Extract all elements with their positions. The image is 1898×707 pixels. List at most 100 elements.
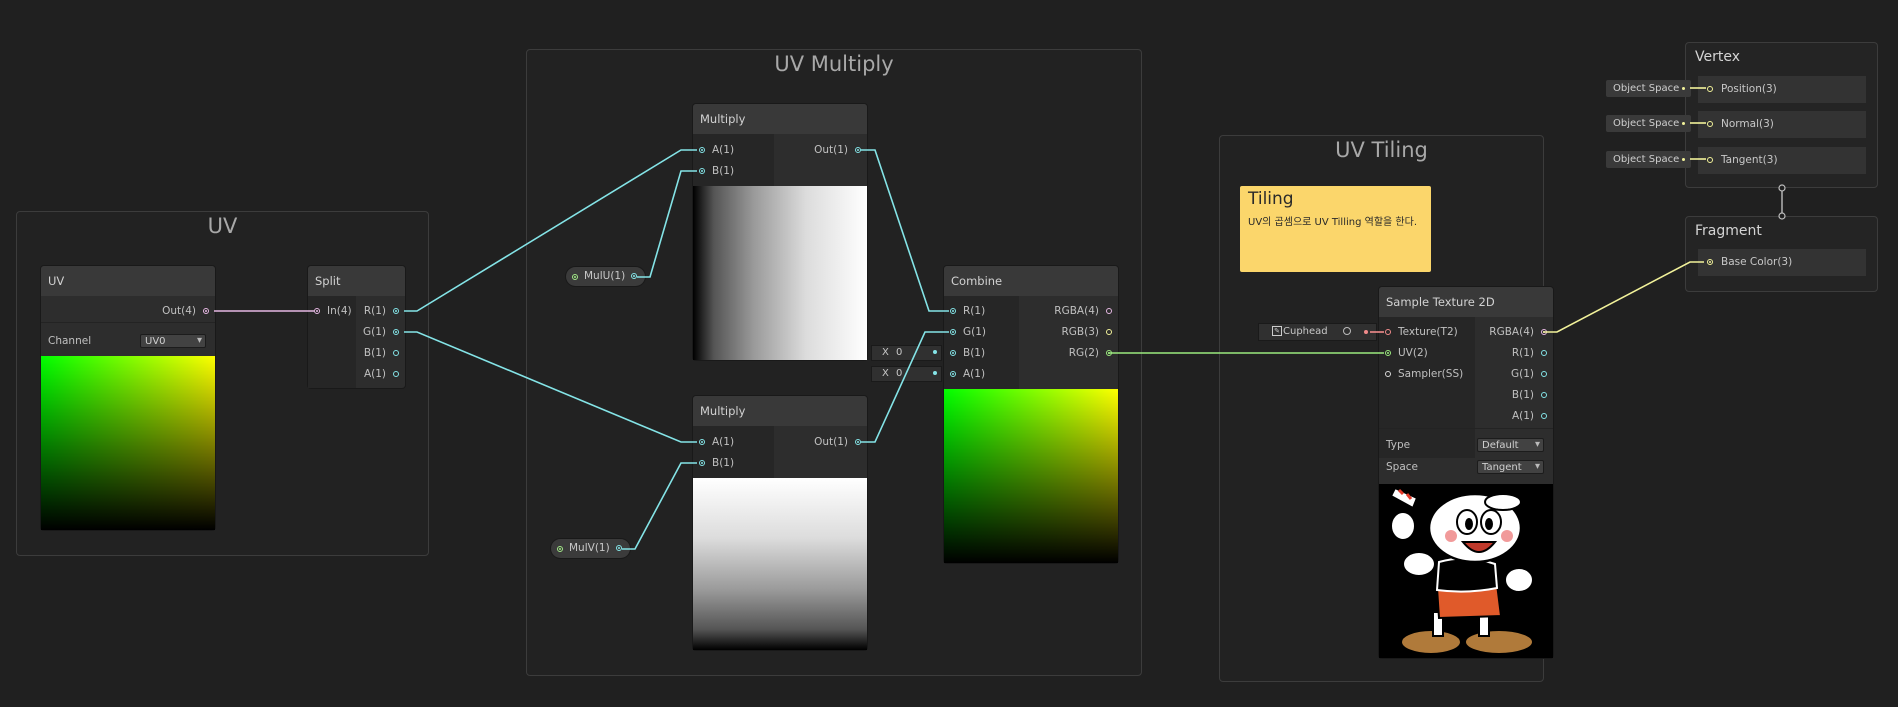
port-connector-icon[interactable] [1707, 259, 1713, 265]
multiply-node-top[interactable]: Multiply A(1) B(1) Out(1) [693, 104, 867, 360]
object-space-tag-normal[interactable]: Object Space [1606, 115, 1691, 132]
input-port-sampler[interactable]: Sampler(SS) [1385, 364, 1463, 384]
tag-label: Object Space [1613, 83, 1680, 94]
port-label: A(1) [363, 368, 386, 380]
port-connector-icon[interactable] [1106, 350, 1112, 356]
port-connector-icon[interactable] [314, 308, 320, 314]
node-title: Split [308, 266, 405, 296]
port-label: G(1) [963, 326, 987, 338]
channel-dropdown[interactable]: UV0 [140, 334, 206, 348]
port-label: B(1) [712, 165, 735, 177]
input-port-b[interactable]: B(1) [699, 161, 734, 181]
port-connector-icon[interactable] [393, 329, 399, 335]
property-mulv[interactable]: MulV(1) [551, 539, 630, 558]
port-connector-icon[interactable] [393, 350, 399, 356]
port-label: R(1) [963, 305, 986, 317]
port-connector-icon[interactable] [393, 308, 399, 314]
port-connector-icon[interactable] [855, 439, 861, 445]
combine-b-default-field[interactable]: X 0 [871, 345, 942, 361]
space-dropdown[interactable]: Tangent [1477, 460, 1544, 474]
field-dot-icon [1682, 87, 1685, 90]
axis-label: X [882, 368, 889, 379]
output-port-out[interactable]: Out(1) [814, 140, 861, 160]
combine-a-default-field[interactable]: X 0 [871, 366, 942, 382]
port-connector-icon[interactable] [1106, 308, 1112, 314]
output-port-rg[interactable]: RG(2) [1069, 343, 1112, 363]
sticky-note[interactable]: Tiling UV의 곱셈으로 UV Tilling 역할을 한다. [1240, 186, 1431, 272]
multiply-node-bottom[interactable]: Multiply A(1) B(1) Out(1) [693, 396, 867, 650]
property-mulu[interactable]: MulU(1) [566, 267, 645, 286]
port-connector-icon[interactable] [1707, 121, 1713, 127]
output-port-rgba[interactable]: RGBA(4) [1489, 322, 1547, 342]
input-port-b[interactable]: B(1) [699, 453, 734, 473]
port-connector-icon[interactable] [1707, 86, 1713, 92]
port-connector-icon[interactable] [950, 371, 956, 377]
object-space-tag-tangent[interactable]: Object Space [1606, 151, 1691, 168]
tag-label: Object Space [1613, 154, 1680, 165]
wire-rgba-to-basecolor [1543, 261, 1704, 333]
port-connector-icon[interactable] [393, 371, 399, 377]
vertex-row-tangent[interactable]: Tangent(3) [1698, 147, 1866, 174]
port-connector-icon[interactable] [699, 147, 705, 153]
port-connector-icon[interactable] [1541, 413, 1547, 419]
type-dropdown[interactable]: Default [1477, 438, 1544, 452]
input-port-a[interactable]: A(1) [699, 432, 734, 452]
port-connector-icon[interactable] [1541, 371, 1547, 377]
output-port-a[interactable]: A(1) [1512, 406, 1547, 426]
input-port-texture[interactable]: Texture(T2) [1385, 322, 1458, 342]
output-port-out[interactable]: Out(1) [814, 432, 861, 452]
port-label: Sampler(SS) [1398, 368, 1464, 380]
port-connector-icon[interactable] [1541, 329, 1547, 335]
vertex-row-position[interactable]: Position(3) [1698, 76, 1866, 103]
port-connector-icon[interactable] [699, 439, 705, 445]
output-port-g[interactable]: G(1) [363, 322, 399, 342]
port-connector-icon[interactable] [1385, 350, 1391, 356]
port-connector-icon[interactable] [855, 147, 861, 153]
output-port-r[interactable]: R(1) [1512, 343, 1547, 363]
output-port-g[interactable]: G(1) [1511, 364, 1547, 384]
sample-texture-2d-node[interactable]: Sample Texture 2D Texture(T2) UV(2) Samp… [1379, 287, 1553, 658]
input-port-a[interactable]: A(1) [950, 364, 985, 384]
output-port-rgb[interactable]: RGB(3) [1061, 322, 1112, 342]
port-connector-icon[interactable] [1385, 329, 1391, 335]
channel-label: Channel [48, 335, 92, 347]
uv-node[interactable]: UV Out(4) Channel UV0 [41, 266, 215, 530]
output-port-b[interactable]: B(1) [1512, 385, 1547, 405]
port-connector-icon[interactable] [950, 308, 956, 314]
vertex-row-normal[interactable]: Normal(3) [1698, 111, 1866, 138]
texture-icon: ✎ [1272, 326, 1282, 336]
port-connector-icon[interactable] [1385, 371, 1391, 377]
port-label: RG(2) [1068, 347, 1099, 359]
texture-default-field[interactable]: ✎ Cuphead [1258, 323, 1377, 341]
input-port-in[interactable]: In(4) [314, 301, 352, 321]
input-port-r[interactable]: R(1) [950, 301, 985, 321]
port-connector-icon[interactable] [699, 460, 705, 466]
port-connector-icon[interactable] [1106, 329, 1112, 335]
output-port-r[interactable]: R(1) [364, 301, 399, 321]
output-port-rgba[interactable]: RGBA(4) [1054, 301, 1112, 321]
object-picker-icon[interactable] [1343, 327, 1351, 335]
object-space-tag-position[interactable]: Object Space [1606, 80, 1691, 97]
port-connector-icon[interactable] [203, 308, 209, 314]
port-connector-icon[interactable] [699, 168, 705, 174]
port-connector-icon[interactable] [616, 545, 622, 551]
vertex-block[interactable]: Vertex Position(3) Normal(3) Tangent(3) [1685, 42, 1878, 188]
fragment-row-base-color[interactable]: Base Color(3) [1698, 249, 1866, 276]
input-port-b[interactable]: B(1) [950, 343, 985, 363]
output-port-out[interactable]: Out(4) [162, 301, 209, 321]
input-port-uv[interactable]: UV(2) [1385, 343, 1428, 363]
combine-node[interactable]: Combine R(1) G(1) B(1) A(1) RGBA(4) RGB(… [944, 266, 1118, 563]
port-connector-icon[interactable] [950, 350, 956, 356]
input-port-a[interactable]: A(1) [699, 140, 734, 160]
port-connector-icon[interactable] [1541, 392, 1547, 398]
port-connector-icon[interactable] [950, 329, 956, 335]
port-connector-icon[interactable] [631, 273, 637, 279]
group-title: UV [207, 214, 238, 238]
port-connector-icon[interactable] [1541, 350, 1547, 356]
output-port-b[interactable]: B(1) [364, 343, 399, 363]
output-port-a[interactable]: A(1) [364, 364, 399, 384]
fragment-block[interactable]: Fragment Base Color(3) [1685, 216, 1878, 292]
split-node[interactable]: Split In(4) R(1) G(1) B(1) A(1) [308, 266, 405, 388]
port-connector-icon[interactable] [1707, 157, 1713, 163]
input-port-g[interactable]: G(1) [950, 322, 986, 342]
